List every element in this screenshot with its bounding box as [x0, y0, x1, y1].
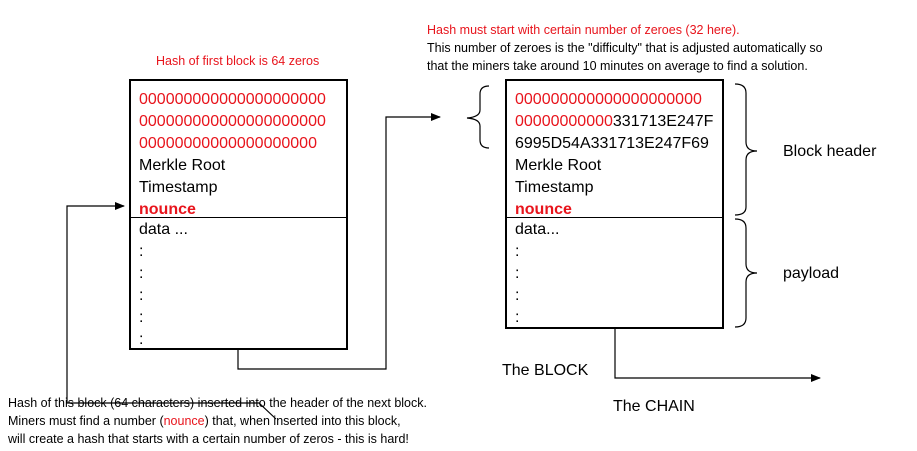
- first-block: 000000000000000000000 000000000000000000…: [129, 79, 348, 350]
- second-block-data-line: :: [515, 287, 520, 304]
- second-block-hash-zeros: 00000000000: [515, 113, 613, 130]
- payload-label: payload: [783, 265, 840, 282]
- first-block-hash-line: 000000000000000000000: [139, 113, 326, 130]
- first-block-data-line: data ...: [139, 221, 188, 238]
- mining-note-line-2: Miners must find a number (nounce) that,…: [8, 412, 427, 430]
- second-block-divider: [507, 217, 722, 218]
- first-block-hash-line: 000000000000000000000: [139, 91, 326, 108]
- nounce-arrow: [66, 202, 277, 420]
- second-block-hash-rest: 331713E247F: [612, 113, 714, 130]
- second-block-hash-line: 6995D54A331713E247F69: [515, 135, 709, 152]
- second-block-payload: data... : : : :: [507, 219, 722, 329]
- first-block-payload: data ... : : : : :: [131, 219, 346, 351]
- mining-note: Hash of this block (64 characters) inser…: [8, 394, 427, 448]
- second-block-data-line: data...: [515, 221, 560, 238]
- second-block-hash-line: 000000000000000000000: [515, 91, 702, 108]
- chain-continue-arrow: [614, 329, 821, 382]
- hash-brace: [466, 85, 490, 149]
- block-header-label: Block header: [783, 143, 877, 160]
- difficulty-note-line-3: that the miners take around 10 minutes o…: [427, 59, 808, 73]
- difficulty-note-line-1: Hash must start with certain number of z…: [427, 23, 740, 37]
- first-block-data-line: :: [139, 265, 144, 282]
- first-block-hash-line: 00000000000000000000: [139, 135, 317, 152]
- the-chain-label: The CHAIN: [613, 398, 695, 415]
- first-block-data-line: :: [139, 287, 144, 304]
- second-block-data-line: :: [515, 243, 520, 260]
- payload-brace: [734, 218, 758, 328]
- first-block-nounce: nounce: [139, 201, 196, 218]
- first-block-timestamp: Timestamp: [139, 179, 218, 196]
- second-block-data-line: :: [515, 309, 520, 326]
- first-block-merkle-root: Merkle Root: [139, 157, 226, 174]
- difficulty-note-line-2: This number of zeroes is the "difficulty…: [427, 41, 823, 55]
- second-block: 000000000000000000000 00000000000331713E…: [505, 79, 724, 329]
- mining-note-text: ) that, when inserted into this block,: [204, 414, 401, 428]
- second-block-hash-line: 00000000000331713E247F: [507, 111, 722, 133]
- mining-note-line-3: will create a hash that starts with a ce…: [8, 432, 409, 446]
- first-block-header: 000000000000000000000 000000000000000000…: [131, 89, 346, 221]
- block-header-brace: [734, 83, 758, 216]
- first-block-data-line: :: [139, 243, 144, 260]
- second-block-timestamp: Timestamp: [515, 179, 594, 196]
- second-block-header: 000000000000000000000 00000000000331713E…: [507, 89, 722, 221]
- mining-note-line-1: Hash of this block (64 characters) inser…: [8, 396, 427, 410]
- difficulty-note: Hash must start with certain number of z…: [427, 21, 823, 75]
- the-block-label: The BLOCK: [502, 362, 589, 379]
- first-block-data-line: :: [139, 331, 144, 348]
- second-block-nounce: nounce: [515, 201, 572, 218]
- mining-note-nounce: nounce: [163, 414, 205, 428]
- first-block-note: Hash of first block is 64 zeros: [156, 54, 320, 68]
- first-block-divider: [131, 217, 346, 218]
- second-block-data-line: :: [515, 265, 520, 282]
- second-block-merkle-root: Merkle Root: [515, 157, 602, 174]
- hash-chain-arrow: [237, 113, 441, 370]
- mining-note-text: Miners must find a number (: [8, 414, 164, 428]
- first-block-data-line: :: [139, 309, 144, 326]
